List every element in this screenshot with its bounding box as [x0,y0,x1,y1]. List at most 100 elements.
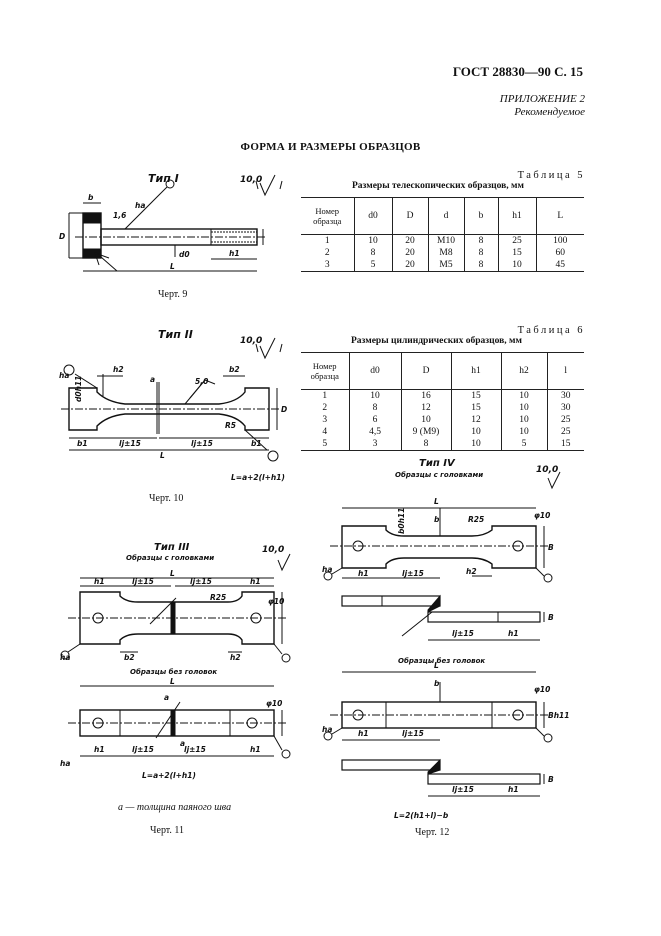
fig12-roughness: 10,0 [536,465,559,475]
fig10-h2-label: h2 [113,365,124,374]
fig12-L2-label: L [434,661,439,670]
fig10-roughness: 10,0 [240,336,263,346]
table6-caption: Размеры цилиндрических образцов, мм [351,336,522,346]
table-cell: М8 [427,247,464,259]
appendix-label: ПРИЛОЖЕНИЕ 2 [499,93,585,105]
fig12-lj2-label: lj±15 [452,629,474,638]
fig10-b1-label: b1 [77,439,88,448]
table5-header-cell: d0 [353,197,392,235]
table-cell: 15 [497,247,536,259]
table-cell: 20 [391,234,428,247]
fig11-type-label: Тип III [154,542,190,553]
table-cell: М5 [427,259,464,272]
fig9-b-label: b [88,193,94,202]
table-cell: 3 [322,415,328,425]
table-cell: 5 [353,259,392,272]
table-cell: 15 [450,402,501,414]
table-cell: 6 [348,414,401,426]
fig12-h1-label: h1 [358,569,369,578]
table-cell: 60 [535,247,584,259]
roughness-check-icon [547,471,561,490]
roughness-check-icon [277,553,291,572]
fig10-rough-label: 5,0 [195,377,208,386]
table5-header-cell: d [427,197,464,235]
fig11-phi2-label: φ10 [266,699,282,708]
fig12-drawing: L b R25 φ10 b0h11 B h1 lj±15 h2 hа lj±15… [322,471,570,820]
table6-number: Таблица 6 [517,325,585,336]
fig10-a-label: a [150,375,155,384]
fig12-lj-label: lj±15 [402,569,424,578]
table6-header-cell: Номер образца [301,352,349,390]
fig11-b2-label: b2 [124,653,135,662]
page-title: ФОРМА И РАЗМЕРЫ ОБРАЗЦОВ [240,141,421,153]
roughness-check-icon [259,174,276,197]
fig10-D-label: D [281,405,287,414]
fig9-D-label: D [59,232,65,241]
fig12-b2-label: b [434,679,440,688]
fig12-subtitle-without: Образцы без головок [398,657,486,665]
fig9-h1-label: h1 [229,249,240,258]
fig10-lj-label: lj±15 [119,439,141,448]
table-cell: 25 [546,414,584,426]
table-cell: 8 [400,438,451,451]
roughness-check-icon [259,337,276,360]
table-cell: 15 [450,389,501,402]
table-cell: 25 [497,234,536,247]
fig12-B2-label: B [548,613,554,622]
table-cell: 10 [400,414,451,426]
table-cell: 100 [535,234,584,247]
table5-number: Таблица 5 [517,170,585,181]
fig11-phi-label: φ10 [268,597,284,606]
fig12-caption: Черт. 12 [415,827,450,838]
table-cell: 16 [400,389,451,402]
fig12-B-label: B [548,543,554,552]
table5-header-cell: L [535,197,584,235]
table-cell: 1 [322,391,328,401]
fig10-lj2-label: lj±15 [191,439,213,448]
fig12-h1d-label: h1 [508,785,519,794]
table-cell: 4 [322,427,328,437]
table-cell: 5 [500,438,547,451]
fig9-L-label: L [170,262,175,271]
fig12-h1c-label: h1 [358,729,369,738]
fig11-L-label: L [170,569,175,578]
table6-header-cell: d0 [348,352,401,390]
fig12-b-label: b [434,515,440,524]
fig12-phi-label: φ10 [534,511,550,520]
fig11-h1c-label: h1 [94,745,105,754]
fig11-ha-label: hа [60,653,70,662]
table5-header-cell: b [463,197,498,235]
fig9-drawing: b 1,6 hа D d0 h1 L [59,174,283,272]
fig12-formula: L=2(h1+l)−b [394,811,449,820]
table-cell: 8 [463,234,498,247]
fig11-R-label: R25 [210,593,226,602]
table-cell: 10 [500,402,547,414]
fig11-L2-label: L [170,677,175,686]
table-cell: 8 [463,247,498,259]
table-cell: 10 [353,234,392,247]
table-cell: М10 [427,234,464,247]
table-cell: 10 [450,426,501,438]
table-cell: 2 [324,248,330,258]
fig11-subtitle-without: Образцы без головок [130,668,218,676]
fig12-h2-label: h2 [466,567,477,576]
table6-header-cell: l [546,352,584,390]
fig12-L-label: L [434,497,439,506]
fig10-drawing: h2 b2 d0h11 a 5,0 D b1 lj±15 lj±15 R5 b1… [59,337,287,482]
fig11-lj4-label: lj±15 [184,745,206,754]
fig12-Bh-label: Bh11 [548,711,570,720]
fig11-roughness: 10,0 [262,545,285,555]
table6-header-cell: h2 [500,352,547,390]
fig9-type-label: Тип I [148,172,179,185]
table-cell: 5 [301,438,349,451]
fig11-subtitle-with: Образцы с головками [126,554,215,562]
fig12-R-label: R25 [468,515,484,524]
table-cell: 25 [546,426,584,438]
